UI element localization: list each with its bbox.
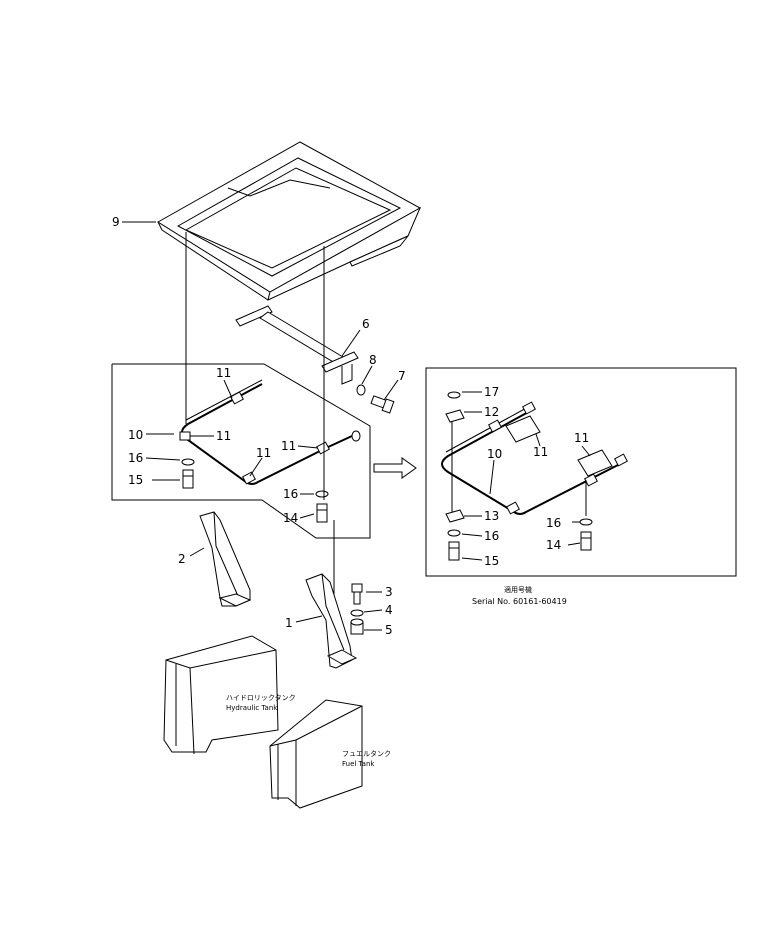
part-16-washer — [181, 458, 195, 466]
callout-3: 3 — [385, 585, 393, 599]
detail-frame-left — [111, 363, 371, 539]
callout-11-detail-b: 11 — [574, 431, 589, 445]
part-5-nut — [350, 618, 364, 635]
callout-17-detail: 17 — [484, 385, 499, 399]
part-12-plate — [445, 409, 465, 423]
callout-16-a: 16 — [128, 451, 143, 465]
part-8-washer — [356, 384, 366, 396]
hydraulic-tank — [163, 635, 279, 755]
detail-arrow — [373, 457, 417, 479]
leader-lines — [122, 221, 591, 631]
callout-4: 4 — [385, 603, 393, 617]
callout-14-detail: 14 — [546, 538, 561, 552]
serial-label-jp: 適用号機 — [504, 585, 532, 594]
callout-7: 7 — [398, 369, 406, 383]
fuel-tank — [269, 699, 363, 809]
callout-13-detail: 13 — [484, 509, 499, 523]
part-2-support — [199, 511, 252, 607]
callout-11-a: 11 — [216, 366, 231, 380]
callout-2: 2 — [178, 552, 186, 566]
part-3-bolt — [351, 583, 363, 605]
hydraulic-tank-label-jp: ハイドロリックタンク — [226, 693, 296, 702]
callout-10-detail: 10 — [487, 447, 502, 461]
part-17-washer — [447, 391, 461, 399]
callout-9: 9 — [112, 215, 120, 229]
fuel-tank-label-en: Fuel Tank — [342, 760, 375, 768]
callout-11-d: 11 — [281, 439, 296, 453]
serial-label-en: Serial No. 60161-60419 — [472, 597, 567, 606]
callout-11-c: 11 — [256, 446, 271, 460]
callout-16-detail-a: 16 — [484, 529, 499, 543]
part-16-washer-b — [315, 490, 329, 498]
part-16-washer-d — [579, 518, 593, 526]
part-10-handrail — [179, 379, 361, 485]
part-15-bolt — [182, 469, 194, 489]
callout-1: 1 — [285, 616, 293, 630]
part-9-cover — [157, 141, 422, 301]
callout-14: 14 — [283, 511, 298, 525]
callout-5: 5 — [385, 623, 393, 637]
part-14-bolt — [316, 503, 328, 523]
callout-12-detail: 12 — [484, 405, 499, 419]
part-1-support — [305, 573, 358, 669]
part-10-handrail-variant — [441, 401, 628, 516]
callout-11-detail-a: 11 — [533, 445, 548, 459]
part-7-bolt — [370, 395, 395, 414]
part-15-bolt-b — [448, 541, 460, 561]
part-14-bolt-b — [580, 531, 592, 551]
callout-11-b: 11 — [216, 429, 231, 443]
detail-frame-right — [425, 367, 737, 577]
hydraulic-tank-label-en: Hydraulic Tank — [226, 704, 278, 712]
fuel-tank-label-jp: フュエルタンク — [342, 749, 391, 758]
part-16-washer-c — [447, 529, 461, 537]
part-4-washer — [350, 609, 364, 617]
callout-6: 6 — [362, 317, 370, 331]
callout-15: 15 — [128, 473, 143, 487]
part-13-plate — [445, 509, 465, 523]
callout-10: 10 — [128, 428, 143, 442]
callout-15-detail: 15 — [484, 554, 499, 568]
callout-16-detail-b: 16 — [546, 516, 561, 530]
callout-8: 8 — [369, 353, 377, 367]
callout-16-b: 16 — [283, 487, 298, 501]
part-6-bracket — [235, 305, 359, 385]
